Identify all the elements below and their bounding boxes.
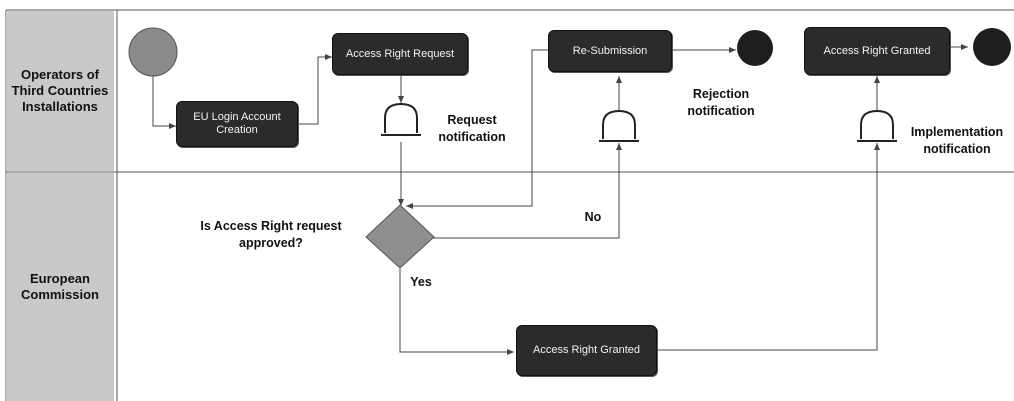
decision-gateway: [365, 204, 435, 269]
bell-icon: [857, 109, 897, 142]
connector-resubmission-to-gateway: [406, 49, 548, 209]
implementation-notification-label: Implementation notification: [910, 125, 1004, 156]
no-branch-label: No: [584, 210, 602, 224]
lane-title-operators: Operators of Third Countries Installatio…: [11, 67, 109, 114]
task-eu-login: EU Login Account Creation: [176, 101, 298, 147]
task-label: Access Right Granted: [823, 44, 931, 57]
end-event-rejection: [737, 30, 773, 66]
task-resubmission: Re-Submission: [548, 30, 672, 72]
task-label: Re-Submission: [572, 44, 648, 57]
bell-icon: [381, 102, 421, 136]
connector-start-to-login: [152, 76, 176, 129]
task-access-right-granted-bottom: Access Right Granted: [516, 325, 657, 376]
end-event-granted: [973, 28, 1011, 66]
start-event: [128, 27, 178, 77]
request-notification-label: Request notification: [438, 113, 506, 144]
connector-login-to-request: [296, 54, 332, 125]
bell-icon: [599, 109, 639, 142]
connector-yes-branch: [399, 266, 514, 355]
lane-header-commission: European Commission: [6, 173, 114, 401]
task-label: EU Login Account Creation: [193, 111, 281, 136]
lane-title-commission: European Commission: [20, 271, 99, 302]
rejection-notification-label: Rejection notification: [687, 87, 755, 118]
task-access-right-request: Access Right Request: [332, 33, 468, 75]
decision-question-label: Is Access Right request approved?: [200, 219, 342, 250]
connector-granted-to-bell: [655, 143, 880, 351]
task-access-right-granted-top: Access Right Granted: [804, 27, 950, 75]
yes-branch-label: Yes: [410, 275, 432, 289]
connectors: [152, 44, 968, 355]
lane-header-operators: Operators of Third Countries Installatio…: [6, 11, 114, 171]
connector-no-branch: [432, 143, 622, 239]
task-label: Access Right Granted: [533, 344, 640, 356]
task-label: Access Right Request: [345, 47, 455, 60]
